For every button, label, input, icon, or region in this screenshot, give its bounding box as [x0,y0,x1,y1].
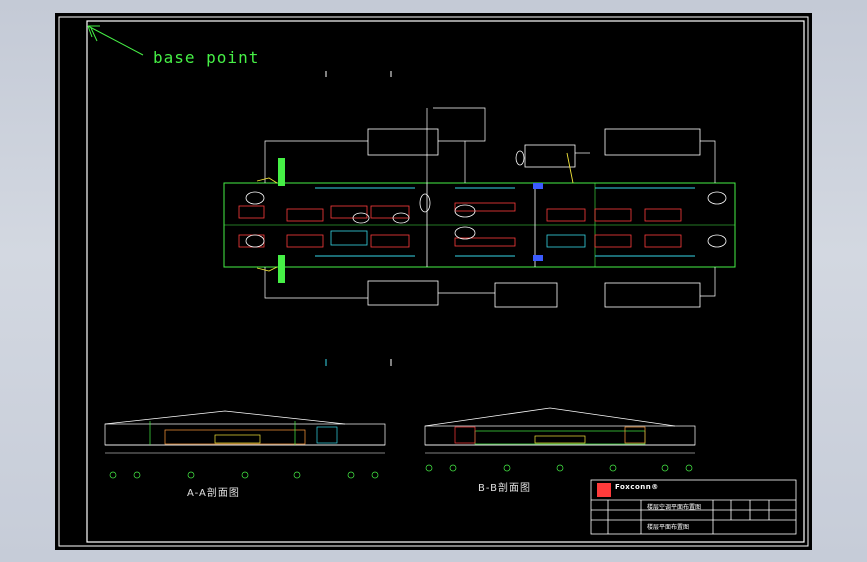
section-b-label: B-B剖面图 [478,483,531,494]
top-annex-right [604,128,701,156]
section-a-label: A-A剖面图 [187,488,240,499]
base-point-marker [87,25,144,56]
green-column-top [278,158,285,186]
bottom-annex-left [367,280,439,306]
title-block-project: 楼层空调平面布置图 [647,504,702,511]
section-b-b [424,407,696,472]
foxconn-logo-icon [597,483,611,497]
drawing-linework [58,16,809,547]
drawing-frame-outer [58,16,809,547]
title-block [590,479,797,535]
top-annex-center [524,144,576,168]
title-block-company: Foxconn® [615,483,659,491]
bottom-annex-right [604,282,701,308]
title-block-drawing-name: 楼层平面布置图 [647,524,690,531]
floor-plan [223,71,736,366]
base-point-label: base point [153,48,260,67]
cad-drawing-canvas[interactable]: base point A-A剖面图 B-B剖面图 Foxconn® 楼层空调平面… [55,13,812,550]
top-annex-left [367,128,439,156]
section-a-a [104,410,386,479]
green-column-bottom [278,255,285,283]
bottom-annex-center [494,282,558,308]
drawing-frame-inner [86,20,805,543]
